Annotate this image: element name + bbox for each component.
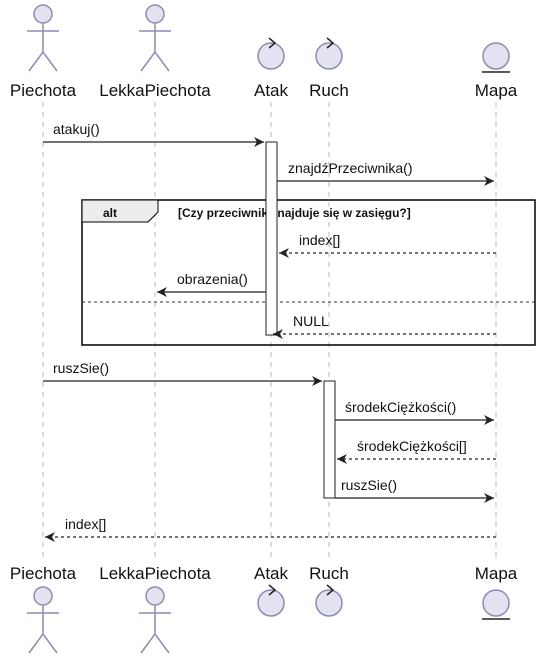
return-srodek-ciezkosci: środekCiężkości[]	[337, 438, 496, 464]
message-label-rusz-sie: ruszSie()	[53, 360, 109, 376]
message-rusz-sie-mapa: ruszSie()	[335, 477, 494, 503]
actor-icon	[139, 4, 171, 72]
participant-name-ruch-bottom: Ruch	[309, 564, 349, 583]
message-label-rusz-sie-mapa: ruszSie()	[341, 477, 397, 493]
message-srodek-ciezkosci: środekCiężkości()	[335, 399, 494, 425]
message-znajdz-przeciwnika: znajdźPrzeciwnika()	[277, 160, 494, 186]
alt-fragment: alt [Czy przeciwnik znajduje się w zasię…	[81, 199, 536, 346]
actor-icon	[139, 586, 171, 654]
alt-frame	[81, 199, 536, 346]
message-label-srodek-ciezkosci: środekCiężkości()	[345, 399, 456, 415]
return-label-null: NULL	[293, 313, 329, 329]
participant-name-lekkapiechota-top: LekkaPiechota	[99, 81, 211, 100]
participant-name-mapa-top: Mapa	[475, 81, 518, 100]
participant-name-mapa-bottom: Mapa	[475, 564, 518, 583]
message-label-znajdz-przeciwnika: znajdźPrzeciwnika()	[288, 160, 412, 176]
message-label-atakuj: atakuj()	[53, 121, 100, 137]
alt-guard: [Czy przeciwnik znajduje się w zasięgu?]	[178, 206, 411, 220]
return-label-index-atak: index[]	[299, 232, 340, 248]
control-icon	[315, 37, 343, 70]
message-rusz-sie: ruszSie()	[43, 360, 322, 386]
message-atakuj: atakuj()	[43, 121, 264, 147]
alt-tab	[81, 199, 159, 223]
participant-name-piechota-bottom: Piechota	[10, 564, 77, 583]
entity-icon	[482, 42, 510, 73]
entity-icon	[482, 589, 510, 620]
actor-icon	[27, 4, 59, 72]
control-icon	[315, 584, 343, 617]
participant-name-atak-bottom: Atak	[254, 564, 289, 583]
activation-ruch	[323, 380, 336, 499]
message-obrazenia: obrazenia()	[157, 271, 266, 297]
message-label-obrazenia: obrazenia()	[177, 271, 248, 287]
activation-atak	[265, 141, 278, 336]
control-icon	[257, 37, 285, 70]
control-icon	[257, 584, 285, 617]
return-index-piechota: index[]	[45, 516, 496, 542]
return-label-srodek-ciezkosci: środekCiężkości[]	[357, 438, 467, 454]
participant-name-ruch-top: Ruch	[309, 81, 349, 100]
alt-keyword: alt	[103, 206, 117, 220]
actor-icon	[27, 586, 59, 654]
return-label-index-piechota: index[]	[65, 516, 106, 532]
return-index-atak: index[]	[279, 232, 496, 258]
participant-name-atak-top: Atak	[254, 81, 289, 100]
return-null: NULL	[273, 313, 496, 339]
participant-name-lekkapiechota-bottom: LekkaPiechota	[99, 564, 211, 583]
participant-name-piechota-top: Piechota	[10, 81, 77, 100]
